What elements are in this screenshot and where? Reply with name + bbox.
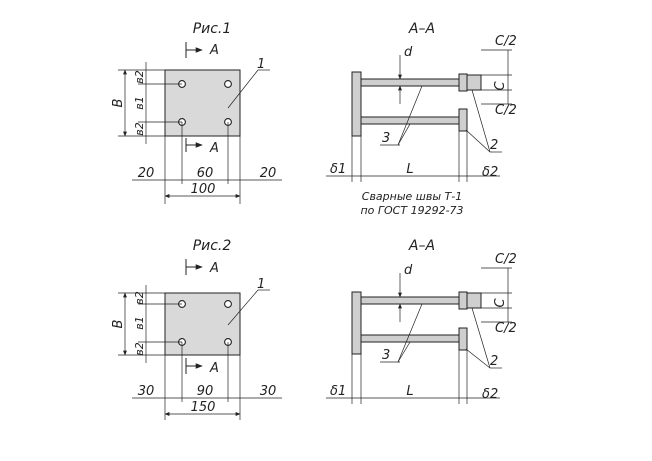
callout-2-leader: [471, 307, 491, 369]
dim-center-label: 60: [197, 166, 214, 181]
dim-c-label: C: [493, 81, 508, 91]
callout-1-label: 1: [257, 277, 265, 292]
callout-1-label: 1: [257, 57, 265, 72]
weld-note-line-1: Сварные швы Т-1: [362, 190, 462, 203]
anchor-bar-top: [360, 78, 460, 87]
length-label: L: [406, 162, 413, 177]
callout-3-leader: [397, 303, 423, 363]
dim-b1-label: в1: [133, 316, 146, 329]
length-label: L: [406, 384, 413, 399]
section-view-1: A–A d C/2 C C/2 3 2: [326, 21, 517, 217]
dim-center-label: 90: [197, 384, 214, 399]
dim-b2-bottom-label: в2: [133, 122, 146, 135]
end-anchor-top: [458, 291, 468, 310]
delta-1-label: δ1: [330, 384, 346, 399]
callout-2-label: 2: [490, 138, 498, 153]
bolt-hole: [224, 300, 232, 308]
dim-c-label: C: [493, 298, 508, 308]
section-2-title: A–A: [408, 238, 435, 254]
dim-c-half-top-label: C/2: [495, 252, 517, 267]
base-plate: [164, 69, 241, 137]
section-mark-bottom-label: A: [209, 361, 219, 376]
figure-1: Рис.1 A A 1 B в2 в1 в2: [111, 21, 282, 204]
delta-2-label: δ2: [482, 387, 498, 402]
dim-left-label: 30: [138, 384, 155, 399]
figure-1-title: Рис.1: [193, 21, 232, 37]
dim-B-label: B: [111, 98, 126, 107]
dim-d-label: d: [404, 263, 413, 278]
anchor-bar-bottom: [360, 116, 460, 125]
callout-2-leader: [471, 89, 491, 153]
dim-b2-top-label: в2: [133, 291, 146, 304]
end-anchor-bottom: [458, 108, 468, 132]
callout-1-leader: [227, 289, 259, 326]
end-washer-top: [466, 74, 482, 91]
anchor-bar-top: [360, 296, 460, 305]
bolt-hole: [224, 80, 232, 88]
callout-3-leader: [397, 341, 411, 363]
base-plate-section: [351, 71, 362, 137]
base-plate-section: [351, 291, 362, 355]
callout-3-label: 3: [382, 348, 390, 363]
dim-b1-label: в1: [133, 96, 146, 109]
dim-d-label: d: [404, 45, 413, 60]
figure-2-title: Рис.2: [193, 238, 232, 254]
callout-3-leader: [397, 123, 411, 146]
callout-3-leader: [397, 85, 423, 146]
delta-1-label: δ1: [330, 162, 346, 177]
end-washer-top: [466, 292, 482, 309]
anchor-bar-bottom: [360, 334, 460, 343]
dim-c-half-bottom-label: C/2: [495, 321, 517, 336]
dim-b2-top-label: в2: [133, 70, 146, 83]
dim-B-label: B: [111, 319, 126, 328]
dim-left-label: 20: [138, 166, 155, 181]
dim-right-label: 20: [260, 166, 277, 181]
section-1-title: A–A: [408, 21, 435, 37]
callout-3-label: 3: [382, 131, 390, 146]
dim-b2-bottom-label: в2: [133, 342, 146, 355]
section-mark-bottom-label: A: [209, 141, 219, 156]
delta-2-label: δ2: [482, 165, 498, 180]
dim-right-label: 30: [260, 384, 277, 399]
callout-2-leader: [465, 129, 491, 153]
callout-2-label: 2: [490, 354, 498, 369]
figure-2: Рис.2 A A 1 B в2 в1 в2 30 90 30 150: [111, 238, 282, 420]
end-anchor-top: [458, 73, 468, 92]
section-mark-top-label: A: [209, 43, 219, 58]
weld-note-line-2: по ГОСТ 19292-73: [360, 204, 463, 217]
end-anchor-bottom: [458, 327, 468, 351]
dim-total-label: 100: [191, 182, 216, 197]
dim-total-label: 150: [191, 400, 216, 415]
section-view-2: A–A d C/2 C C/2 3 2 δ1 L δ2: [326, 238, 517, 404]
callout-1-leader: [227, 69, 259, 109]
callout-2-leader: [465, 348, 491, 369]
section-mark-top-label: A: [209, 261, 219, 276]
dim-c-half-bottom-label: C/2: [495, 103, 517, 118]
dim-c-half-top-label: C/2: [495, 34, 517, 49]
